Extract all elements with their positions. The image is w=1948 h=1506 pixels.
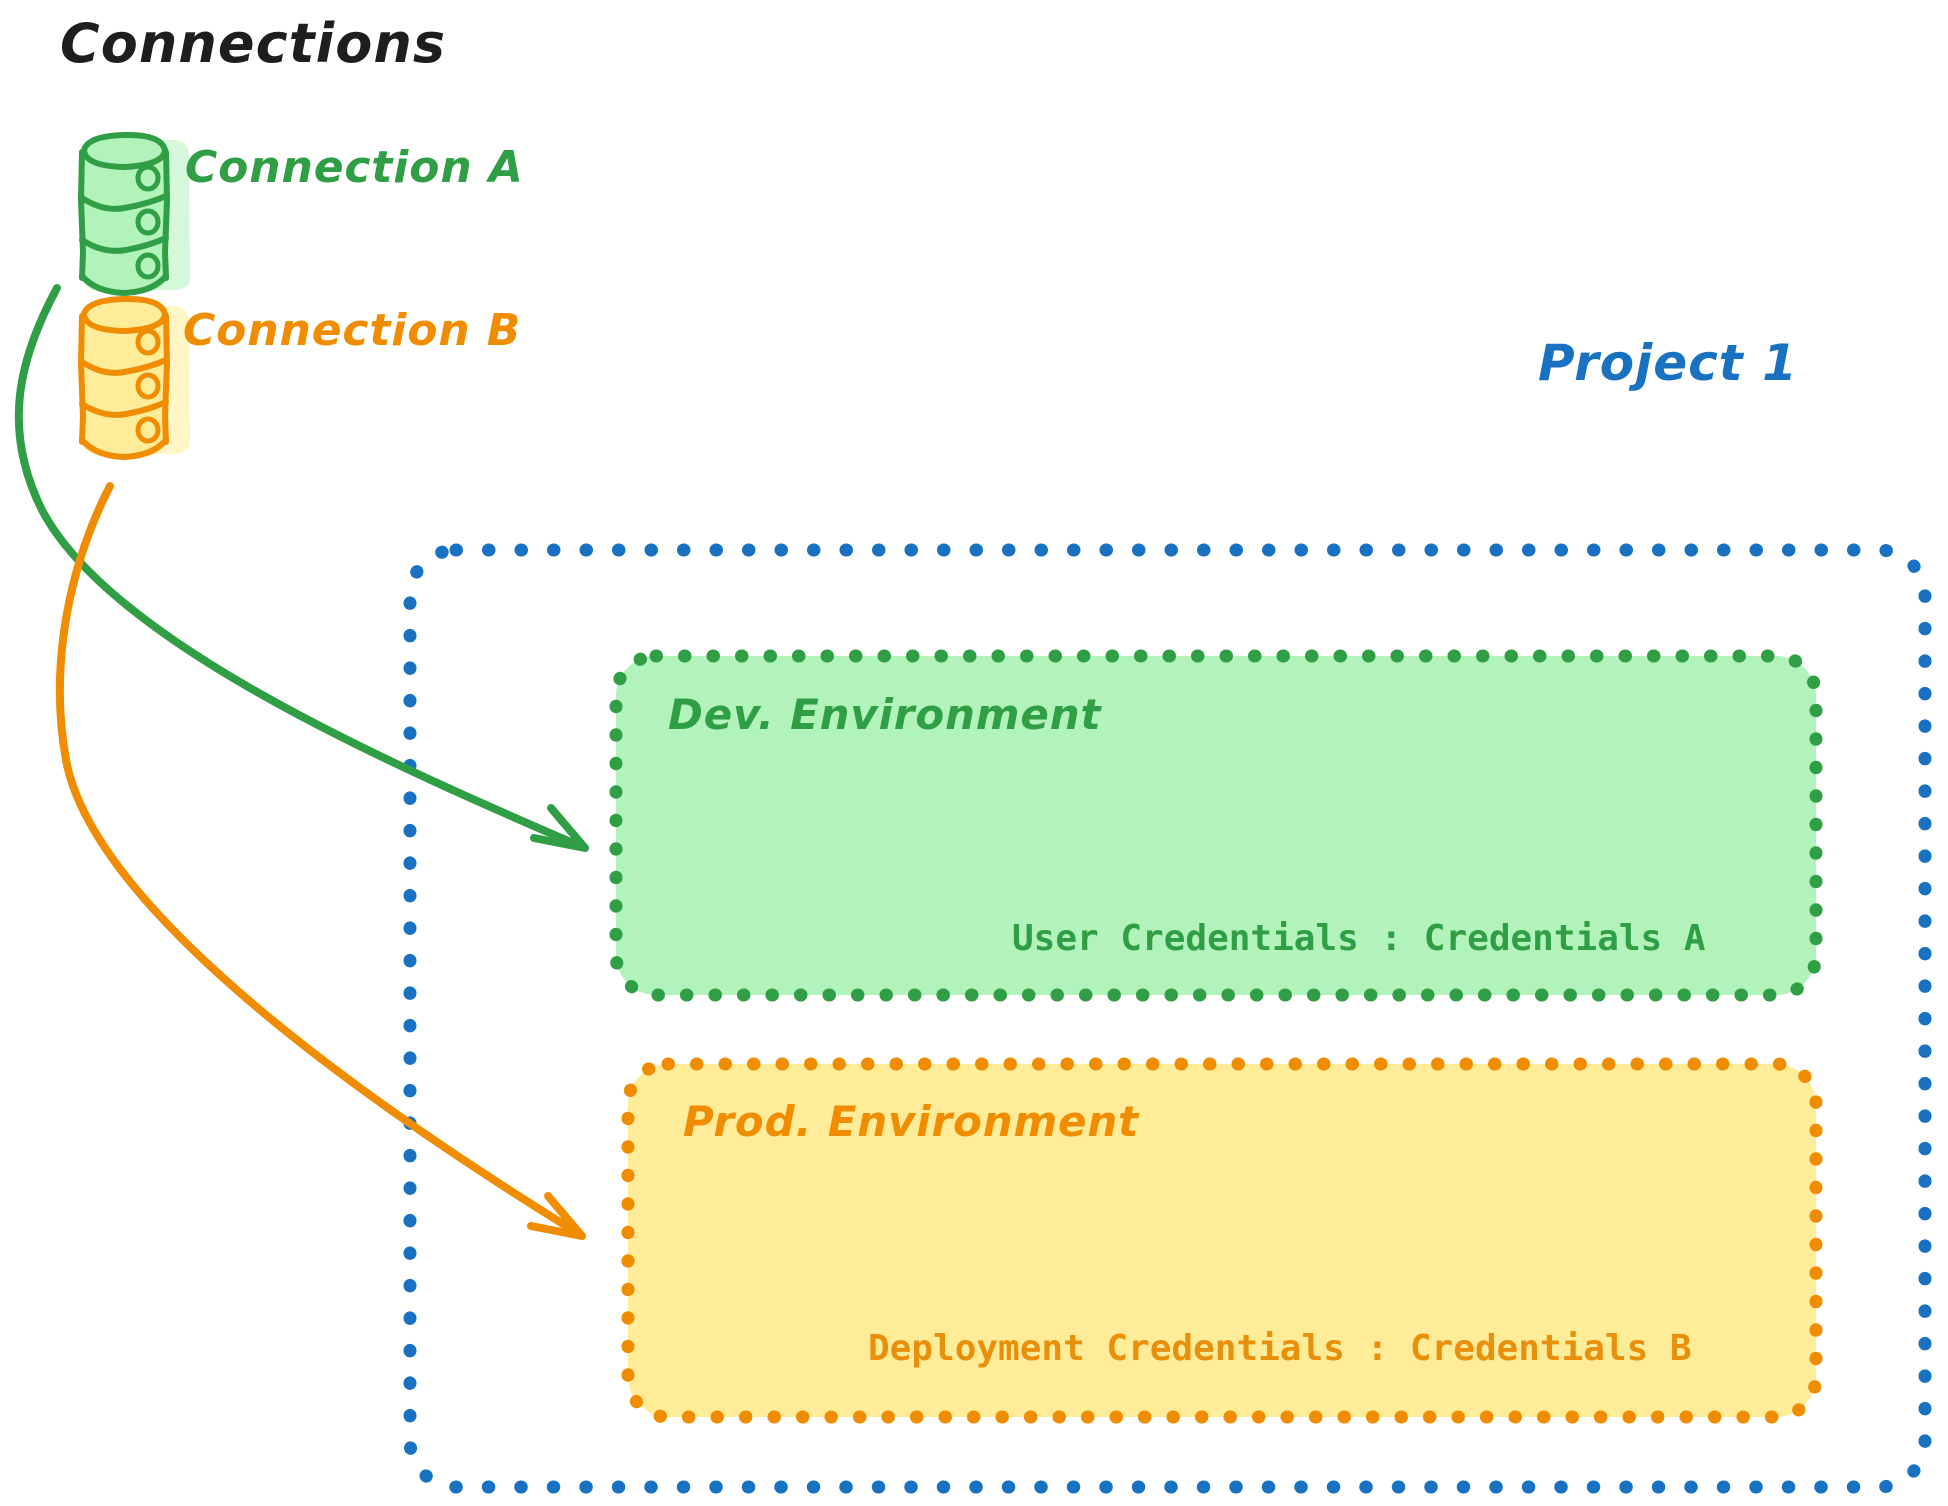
- dev-environment-box[interactable]: [609, 649, 1823, 1002]
- cylinder-right-wall: [161, 149, 171, 281]
- arrow-a-head-top: [547, 804, 589, 852]
- connection-b-label[interactable]: Connection B: [183, 305, 522, 356]
- cylinder-bottom: [79, 273, 169, 297]
- connection-a-label[interactable]: Connection A: [185, 142, 524, 193]
- cylinder-divider-2: [79, 235, 169, 254]
- cylinder-led-3-b: [135, 416, 161, 444]
- cylinder-cap-fill-b: [82, 300, 166, 332]
- dev-environment-dotted-border: [609, 649, 1823, 1002]
- arrow-connection-a-to-dev: [14, 284, 589, 852]
- cylinder-led-2-b: [135, 372, 161, 400]
- dev-environment-title: Dev. Environment: [668, 690, 1102, 739]
- cylinder-led-2: [135, 208, 161, 236]
- cylinder-left-wall-b: [77, 313, 87, 445]
- arrow-b-head-top: [544, 1192, 586, 1240]
- prod-environment-fill: [628, 1064, 1816, 1417]
- cylinder-divider-2-b: [79, 399, 169, 418]
- cylinder-divider-1-b: [79, 357, 169, 376]
- arrow-b-path: [55, 482, 580, 1236]
- project-1-container[interactable]: [403, 543, 1932, 1494]
- arrow-connection-b-to-prod: [55, 482, 586, 1240]
- database-cylinder-icon-orange[interactable]: [77, 295, 190, 461]
- project-1-dotted-border: [403, 543, 1932, 1494]
- arrow-a-head-bottom: [530, 834, 589, 852]
- cylinder-right-wall-b: [161, 313, 171, 445]
- dev-environment-fill: [616, 656, 1816, 995]
- prod-environment-title: Prod. Environment: [683, 1097, 1140, 1146]
- cylinder-bottom-b: [79, 437, 169, 461]
- prod-environment-credentials: Deployment Credentials : Credentials B: [868, 1328, 1692, 1369]
- arrow-b-head-bottom: [527, 1222, 586, 1240]
- page-title: Connections: [60, 12, 447, 75]
- arrow-a-path: [14, 284, 584, 850]
- database-cylinder-icon-green[interactable]: [77, 131, 190, 297]
- dev-environment-credentials: User Credentials : Credentials A: [1012, 918, 1706, 959]
- prod-environment-box[interactable]: [621, 1057, 1823, 1424]
- cylinder-led-1: [135, 164, 161, 192]
- cylinder-divider-1: [79, 193, 169, 212]
- prod-environment-dotted-border: [621, 1057, 1823, 1424]
- cylinder-led-3: [135, 252, 161, 280]
- cylinder-left-wall: [77, 149, 87, 281]
- cylinder-led-1-b: [135, 328, 161, 356]
- cylinder-cap-fill: [82, 136, 166, 168]
- project-1-label: Project 1: [1538, 334, 1798, 392]
